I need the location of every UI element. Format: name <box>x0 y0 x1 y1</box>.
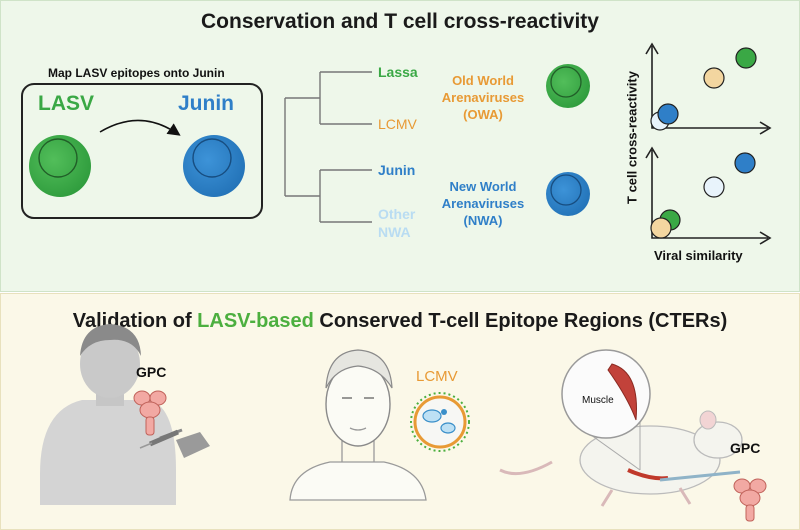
lasv-label: LASV <box>38 92 95 115</box>
lcmv-person <box>289 349 427 501</box>
junin-cell <box>183 135 245 197</box>
tree-leaf-lcmv: LCMV <box>378 116 417 132</box>
junin-nucleus <box>192 138 232 178</box>
point-lcmv-owa <box>703 67 725 89</box>
validation-title-highlight: LASV-based <box>197 310 314 332</box>
mouse <box>499 410 743 507</box>
plot-owa-points <box>650 47 757 131</box>
gpc-protein-human <box>133 390 167 436</box>
conservation-title: Conservation and T cell cross-reactivity <box>201 10 599 33</box>
gpc-protein-mouse <box>733 478 767 522</box>
plot-axes <box>645 42 772 245</box>
nwa-line-1: New World <box>449 179 517 194</box>
owa-cell <box>546 64 590 108</box>
mapping-box <box>21 83 263 219</box>
lasv-nucleus <box>38 138 78 178</box>
owa-nucleus <box>550 66 582 98</box>
nwa-nucleus <box>550 174 582 206</box>
point-other-nwa <box>703 176 725 198</box>
point-lassa-owa <box>735 47 757 69</box>
phylo-tree <box>284 71 372 223</box>
conservation-panel <box>0 0 800 292</box>
owa-label: Old World Arenaviruses (OWA) <box>430 72 536 123</box>
nwa-label: New World Arenaviruses (NWA) <box>430 178 536 229</box>
tree-leaf-junin: Junin <box>378 162 416 178</box>
nwa-line-3: (NWA) <box>463 213 503 228</box>
owa-line-1: Old World <box>452 73 514 88</box>
point-junin-nwa <box>734 152 756 174</box>
validation-title-suffix: Conserved T-cell Epitope Regions (CTERs) <box>313 310 728 332</box>
lasv-cell <box>29 135 91 197</box>
mouse-gpc-label: GPC <box>730 440 761 456</box>
plot-nwa-points <box>650 152 756 239</box>
tree-leaf-lassa: Lassa <box>378 64 418 80</box>
plot-ylabel: T cell cross-reactivity <box>624 71 640 204</box>
mapping-caption: Map LASV epitopes onto Junin <box>48 66 225 80</box>
vaccinated-person <box>40 324 210 505</box>
validation-title: Validation of LASV-based Conserved T-cel… <box>0 310 800 333</box>
owa-line-2: Arenaviruses <box>441 90 525 105</box>
nwa-line-2: Arenaviruses <box>441 196 525 211</box>
lcmv-label: LCMV <box>416 368 458 385</box>
point-junin-owa <box>657 103 679 125</box>
owa-line-3: (OWA) <box>463 107 503 122</box>
muscle-zoom <box>561 349 651 471</box>
syringe <box>139 429 179 449</box>
human-gpc-label: GPC <box>136 364 167 380</box>
point-lcmv-nwa <box>650 217 672 239</box>
lcmv-virion <box>410 392 470 452</box>
muscle-label: Muscle <box>582 395 614 406</box>
mapping-arrow <box>99 119 181 136</box>
tree-leaf-nwa: NWA <box>378 224 411 240</box>
tree-leaf-other: Other <box>378 206 416 222</box>
junin-label: Junin <box>178 92 234 115</box>
nwa-cell <box>546 172 590 216</box>
plot-xlabel: Viral similarity <box>654 248 743 263</box>
